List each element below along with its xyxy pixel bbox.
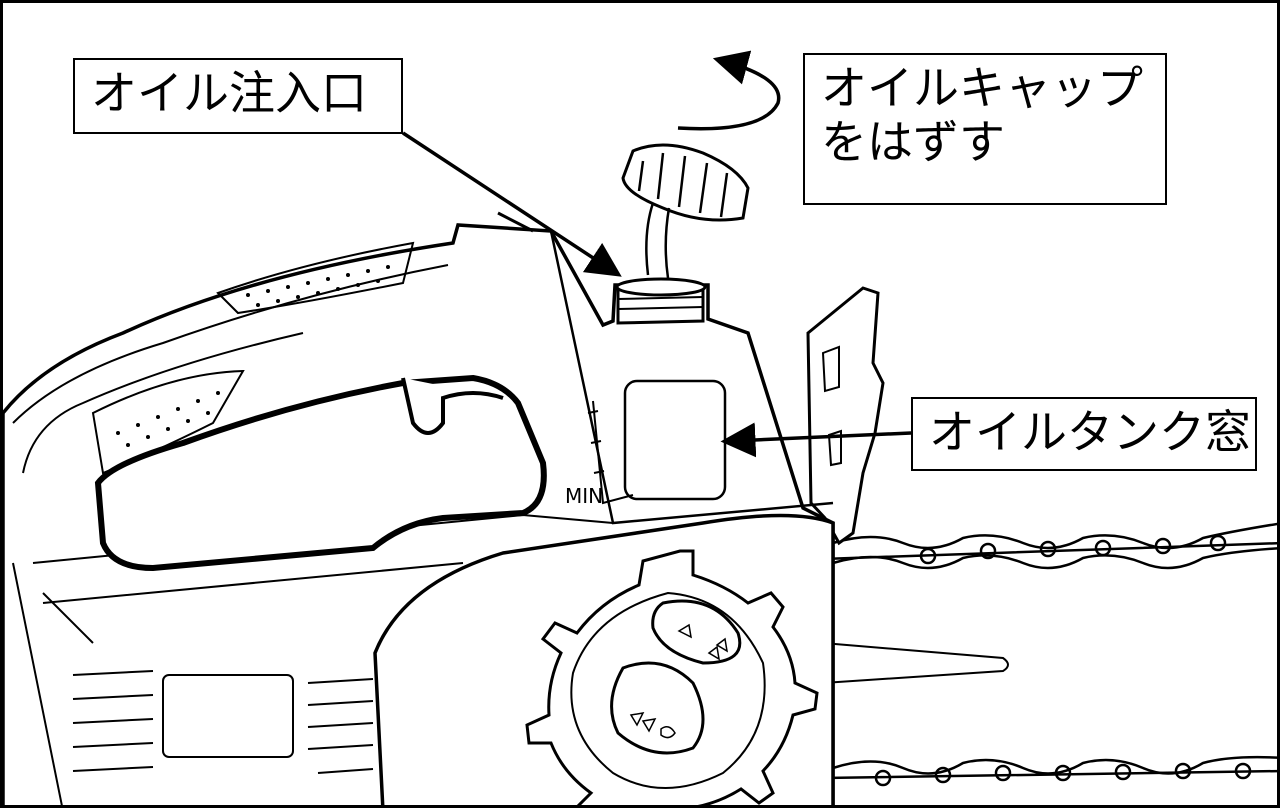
tension-knob-icon xyxy=(525,549,819,805)
oil-tank-window xyxy=(623,379,727,501)
chain-icon xyxy=(832,522,1277,787)
oil-cap-label-line2: をはずす xyxy=(821,115,1005,170)
oil-cap-icon xyxy=(621,143,750,279)
chainsaw-illustration: MIN xyxy=(3,50,1277,805)
pointer-arrow-icon xyxy=(720,422,912,458)
guide-bar xyxy=(822,541,1277,780)
min-mark-label: MIN xyxy=(565,484,603,508)
oil-inlet-label: オイル注入口 xyxy=(91,66,367,120)
rotate-arrow-icon xyxy=(677,50,781,131)
oil-tank-window-label: オイルタンク窓 xyxy=(929,405,1251,459)
oil-inlet-callout: オイル注入口 xyxy=(73,58,403,134)
oil-cap-label-line1: オイルキャップ xyxy=(821,61,1143,115)
oil-inlet-neck xyxy=(615,277,707,325)
oil-tank-window-callout: オイルタンク窓 xyxy=(911,397,1257,471)
oil-cap-callout: オイルキャップ をはずす xyxy=(803,53,1167,205)
pointer-arrow-icon xyxy=(402,131,622,277)
oil-level-scale xyxy=(587,400,634,505)
